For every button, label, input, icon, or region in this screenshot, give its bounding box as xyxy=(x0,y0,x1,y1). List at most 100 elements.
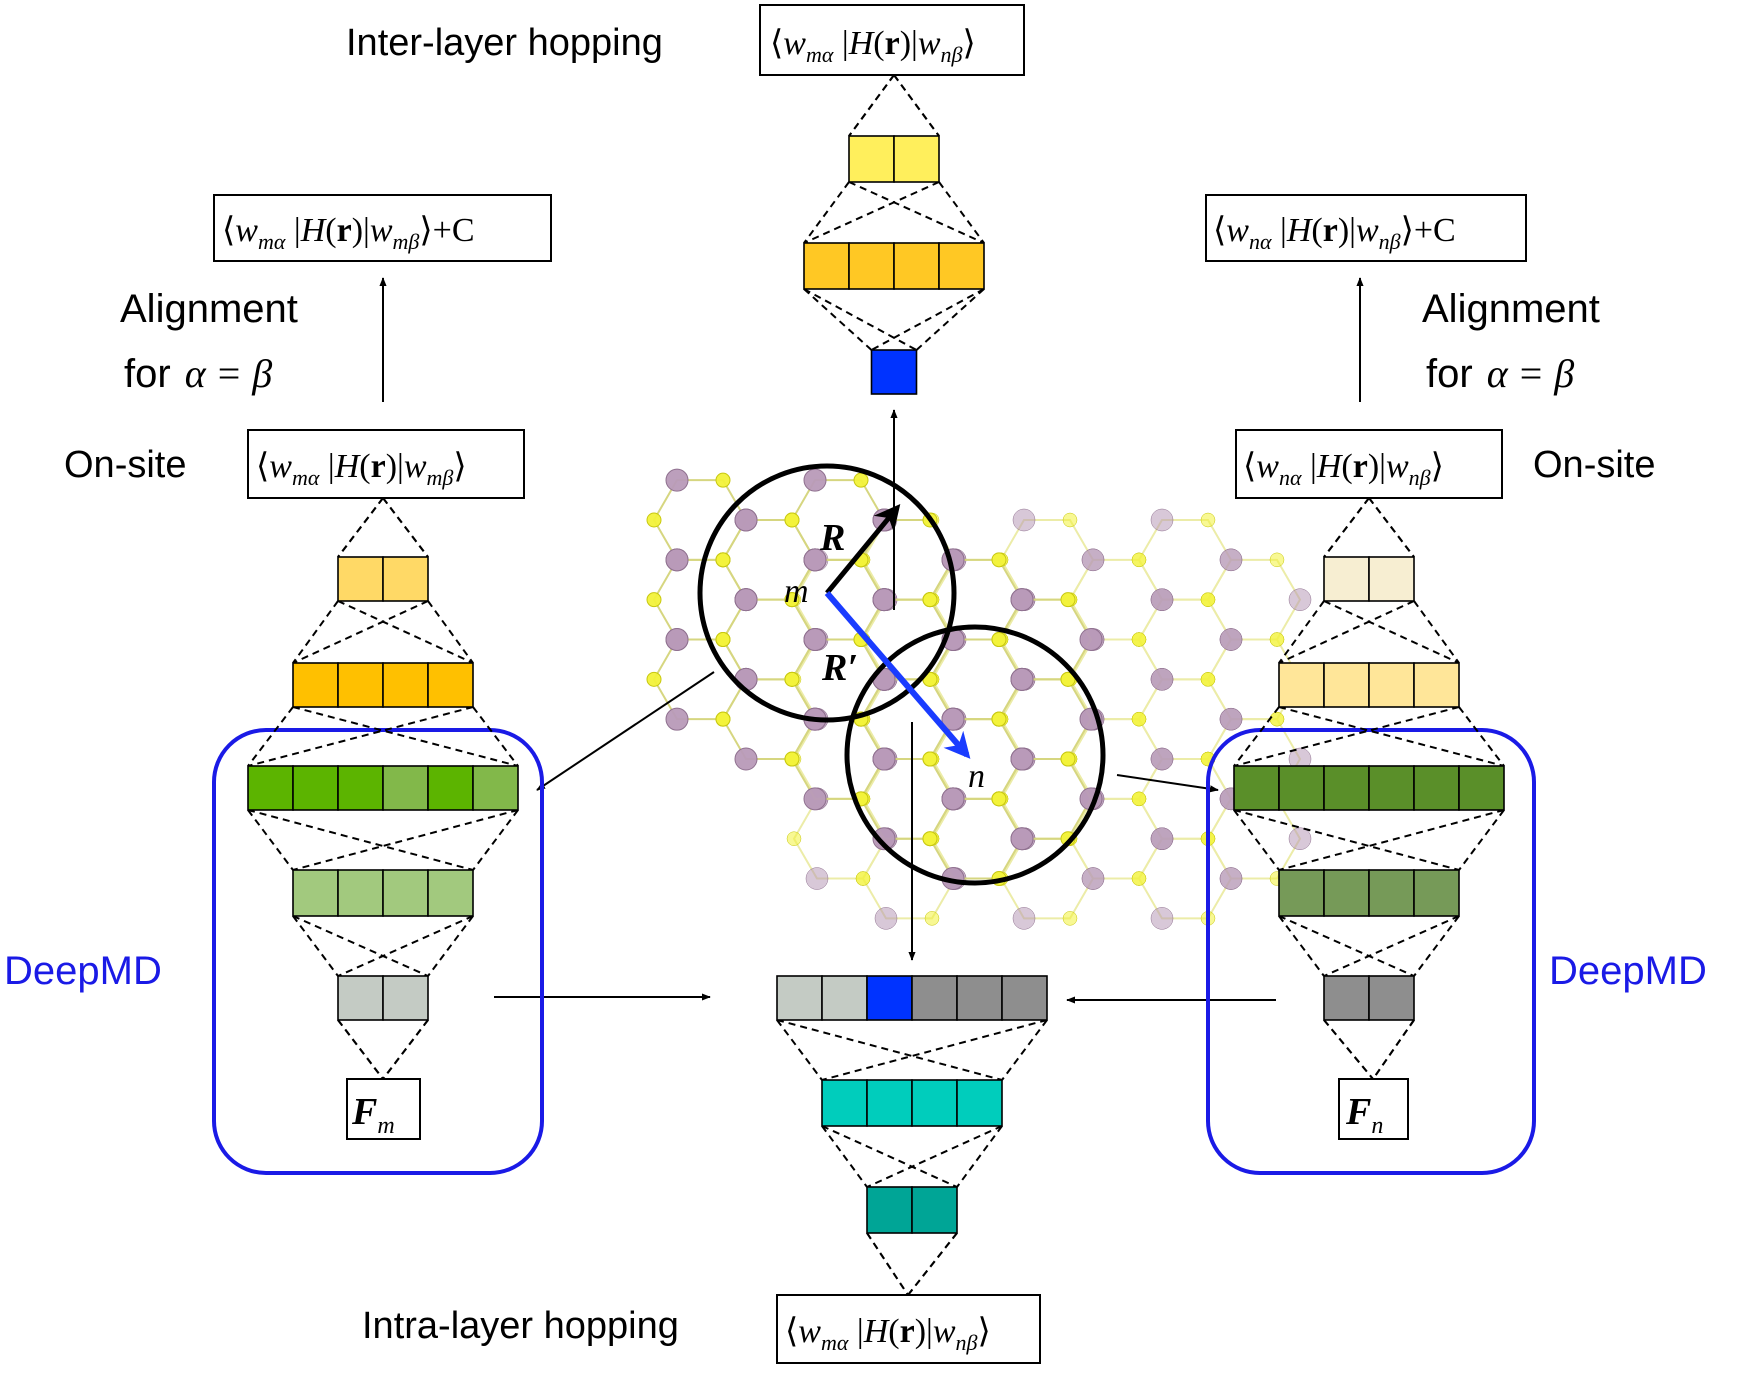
svg-text:⟨wmα |H(r)|wmβ⟩+C: ⟨wmα |H(r)|wmβ⟩+C xyxy=(222,212,475,254)
onsite-right-output-box: ⟨wnα |H(r)|wnβ⟩ xyxy=(1235,429,1503,499)
left-layer2-cell5 xyxy=(472,765,519,811)
layer-front-atom-12-3 xyxy=(922,592,938,608)
left-link-2-0 xyxy=(247,809,294,871)
layer-front-atom-11-4 xyxy=(872,588,896,612)
intra-out-fan-2 xyxy=(866,1232,909,1296)
right-link-0-1 xyxy=(1413,600,1460,664)
layer-front-atom-0-4 xyxy=(665,468,689,492)
layer-back-atom-15-4 xyxy=(1219,548,1243,572)
right-link-3-0 xyxy=(1278,915,1325,977)
layer-back-atom-15-0 xyxy=(1288,588,1312,611)
atom-n-label: n xyxy=(968,758,985,795)
layer-back-hex-14 xyxy=(1137,598,1233,681)
layer-back-atom-40-2 xyxy=(1081,867,1105,890)
layer-front-hex-0 xyxy=(652,479,748,561)
left-link-3-3 xyxy=(337,915,474,977)
left-layer3-cell0 xyxy=(292,869,339,917)
layer-back-atom-15-5 xyxy=(1269,552,1285,568)
layer-front-atom-28-3 xyxy=(922,751,938,767)
layer-front-atom-0-5 xyxy=(715,472,731,488)
intra-layer0-cell4 xyxy=(956,975,1003,1021)
right-layer3-cell1 xyxy=(1323,869,1370,917)
left-onsite-network xyxy=(247,497,519,1080)
layer-front-atom-8-5 xyxy=(715,552,731,568)
inter-link-0-1 xyxy=(938,181,985,244)
inter-layer1-cell3 xyxy=(938,242,985,290)
right-layer3-cell0 xyxy=(1278,869,1325,917)
inter-layer1-cell1 xyxy=(848,242,895,290)
vector-r-prime-label: R′ xyxy=(821,647,858,689)
inter-out-fan-2 xyxy=(893,74,940,137)
right-link-3-1 xyxy=(1413,915,1460,977)
intra-link-1-1 xyxy=(956,1125,1003,1188)
crystal-lattice xyxy=(646,468,1312,930)
arrow-to-right-deepmd xyxy=(1116,774,1219,793)
onsite-left-label: On-site xyxy=(64,444,186,486)
left-link-0-2 xyxy=(337,600,474,664)
layer-front-atom-29-4 xyxy=(1010,747,1034,771)
right-link-1-3 xyxy=(1233,706,1460,767)
intra-link-1-0 xyxy=(821,1125,868,1188)
intra-layer0-cell5 xyxy=(1001,975,1048,1021)
feature-fn-box: Fn xyxy=(1338,1078,1409,1140)
layer-front-atom-13-0 xyxy=(1079,628,1103,652)
right-link-2-2 xyxy=(1233,809,1460,871)
layer-front-atom-21-5 xyxy=(1060,671,1076,687)
right-layer2-cell5 xyxy=(1458,765,1505,811)
right-link-3-3 xyxy=(1323,915,1460,977)
vector-r-arrow xyxy=(825,503,901,595)
layer-front-atom-2-3 xyxy=(784,512,800,528)
layer-front-atom-36-4 xyxy=(941,787,965,811)
inter-link-0-2 xyxy=(848,181,985,244)
inter-link-1-0 xyxy=(803,288,873,351)
layer-back-atom-41-2 xyxy=(1150,907,1174,930)
left-layer0-cell0 xyxy=(337,556,384,602)
layer-back-atom-13-4 xyxy=(1081,548,1105,572)
left-layer2-cell2 xyxy=(337,765,384,811)
layer-front-atom-18-4 xyxy=(803,628,827,652)
layer-front-atom-17-2 xyxy=(734,747,758,771)
right-aligned-output-box: ⟨wnα |H(r)|wnβ⟩+C xyxy=(1205,194,1527,262)
layer-front-atom-9-4 xyxy=(734,588,758,612)
vector-r-prime-arrow xyxy=(824,591,971,759)
right-in-fan-3 xyxy=(1372,1019,1415,1080)
inter-layer2-cell0 xyxy=(870,349,918,395)
layer-front-atom-36-0 xyxy=(1010,827,1034,851)
layer-back-atom-14-4 xyxy=(1150,588,1174,611)
right-layer2-cell3 xyxy=(1368,765,1415,811)
layer-back-hex-32 xyxy=(1137,758,1233,840)
intra-out-fan-3 xyxy=(907,1232,958,1296)
right-link-1-0 xyxy=(1233,706,1280,767)
layer-back-atom-23-4 xyxy=(1150,668,1174,691)
layer-back-atom-3-5 xyxy=(1062,512,1078,528)
inter-layer-output-box: ⟨wmα |H(r)|wnβ⟩ xyxy=(759,4,1025,76)
left-link-1-3 xyxy=(247,706,474,767)
left-out-fan-3 xyxy=(337,497,384,558)
vector-r-label: R xyxy=(819,517,845,559)
layer-back-atom-36-2 xyxy=(805,867,829,890)
left-link-3-1 xyxy=(427,915,474,977)
svg-text:Fn: Fn xyxy=(1345,1091,1383,1139)
layer-back-atom-42-2 xyxy=(1219,867,1243,890)
right-layer2-cell2 xyxy=(1323,765,1370,811)
alignment-left-label: Alignment xyxy=(120,287,298,331)
right-layer4-cell0 xyxy=(1323,975,1370,1021)
right-link-2-1 xyxy=(1458,809,1505,871)
intra-link-0-0 xyxy=(776,1019,823,1081)
intra-layer0-cell2 xyxy=(866,975,913,1021)
layer-back-atom-33-4 xyxy=(1219,707,1243,731)
layer-back-atom-37-1 xyxy=(924,911,940,926)
layer-back-hex-36 xyxy=(792,797,888,880)
intra-layer2-cell1 xyxy=(911,1186,958,1234)
layer-front-atom-2-5 xyxy=(853,472,869,488)
inter-layer1-cell0 xyxy=(803,242,850,290)
left-link-2-1 xyxy=(472,809,519,871)
left-link-2-2 xyxy=(247,809,474,871)
intra-layer1-cell0 xyxy=(821,1079,868,1127)
right-link-0-0 xyxy=(1278,600,1325,664)
left-in-fan-3 xyxy=(382,1019,429,1080)
layer-front-atom-36-5 xyxy=(991,791,1007,807)
intra-layer1-cell3 xyxy=(956,1079,1003,1127)
right-in-fan-2 xyxy=(1323,1019,1374,1080)
